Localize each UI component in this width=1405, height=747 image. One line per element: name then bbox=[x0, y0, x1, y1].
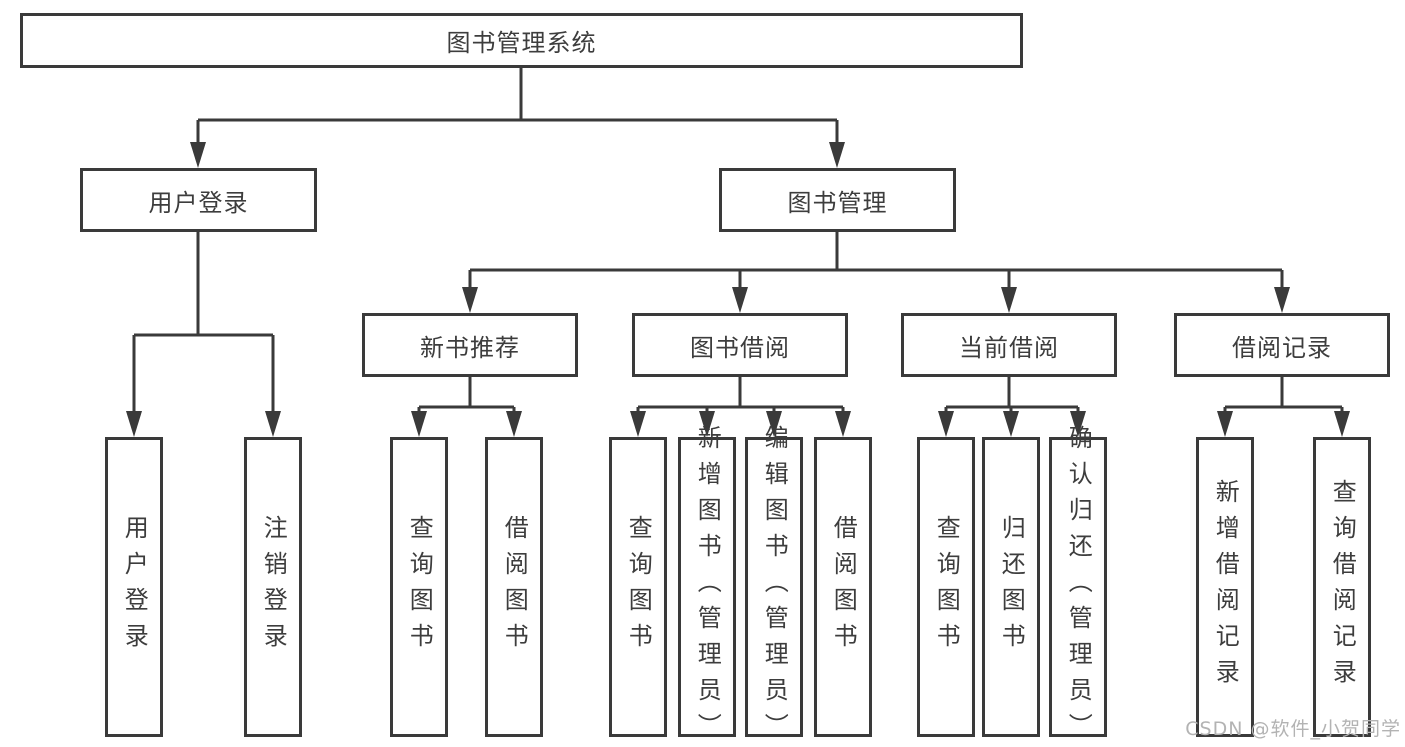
arrowheads bbox=[126, 142, 1350, 437]
node-leaf-nb-query-books-label: 查询图书 bbox=[405, 515, 434, 659]
node-leaf-cb-confirm-return-admin-label: 确认归还（管理员） bbox=[1064, 425, 1093, 747]
node-leaf-br-query-record-label: 查询借阅记录 bbox=[1328, 479, 1357, 695]
node-leaf-cb-return-books: 归还图书 bbox=[982, 437, 1040, 737]
node-borrow-record: 借阅记录 bbox=[1174, 313, 1390, 377]
node-leaf-cb-return-books-label: 归还图书 bbox=[997, 515, 1026, 659]
node-leaf-user-login-label: 用户登录 bbox=[120, 515, 149, 659]
node-leaf-cb-confirm-return-admin: 确认归还（管理员） bbox=[1049, 425, 1107, 747]
node-book-borrow: 图书借阅 bbox=[632, 313, 848, 377]
csdn-watermark: CSDN @软件_小贺同学 bbox=[1185, 718, 1401, 740]
node-leaf-bb-query-books-label: 查询图书 bbox=[624, 515, 653, 659]
node-leaf-cb-query-books: 查询图书 bbox=[917, 437, 975, 737]
node-current-borrow: 当前借阅 bbox=[901, 313, 1117, 377]
node-leaf-bb-add-books-admin-label: 新增图书（管理员） bbox=[693, 425, 722, 747]
node-new-book-recommend: 新书推荐 bbox=[362, 313, 578, 377]
node-book-management: 图书管理 bbox=[719, 168, 956, 232]
node-leaf-bb-borrow-books-label: 借阅图书 bbox=[829, 515, 858, 659]
node-leaf-bb-edit-books-admin-label: 编辑图书（管理员） bbox=[760, 425, 789, 747]
node-leaf-bb-query-books: 查询图书 bbox=[609, 437, 667, 737]
node-leaf-br-query-record: 查询借阅记录 bbox=[1313, 437, 1371, 737]
node-leaf-bb-edit-books-admin: 编辑图书（管理员） bbox=[745, 425, 803, 747]
node-leaf-user-login: 用户登录 bbox=[105, 437, 163, 737]
node-leaf-bb-add-books-admin: 新增图书（管理员） bbox=[678, 425, 736, 747]
node-leaf-nb-borrow-books: 借阅图书 bbox=[485, 437, 543, 737]
node-leaf-logout-label: 注销登录 bbox=[259, 515, 288, 659]
node-root: 图书管理系统 bbox=[20, 13, 1023, 68]
node-leaf-br-add-record-label: 新增借阅记录 bbox=[1211, 479, 1240, 695]
node-leaf-logout: 注销登录 bbox=[244, 437, 302, 737]
node-leaf-bb-borrow-books: 借阅图书 bbox=[814, 437, 872, 737]
node-leaf-br-add-record: 新增借阅记录 bbox=[1196, 437, 1254, 737]
node-leaf-nb-query-books: 查询图书 bbox=[390, 437, 448, 737]
node-leaf-nb-borrow-books-label: 借阅图书 bbox=[500, 515, 529, 659]
node-leaf-cb-query-books-label: 查询图书 bbox=[932, 515, 961, 659]
node-user-login: 用户登录 bbox=[80, 168, 317, 232]
